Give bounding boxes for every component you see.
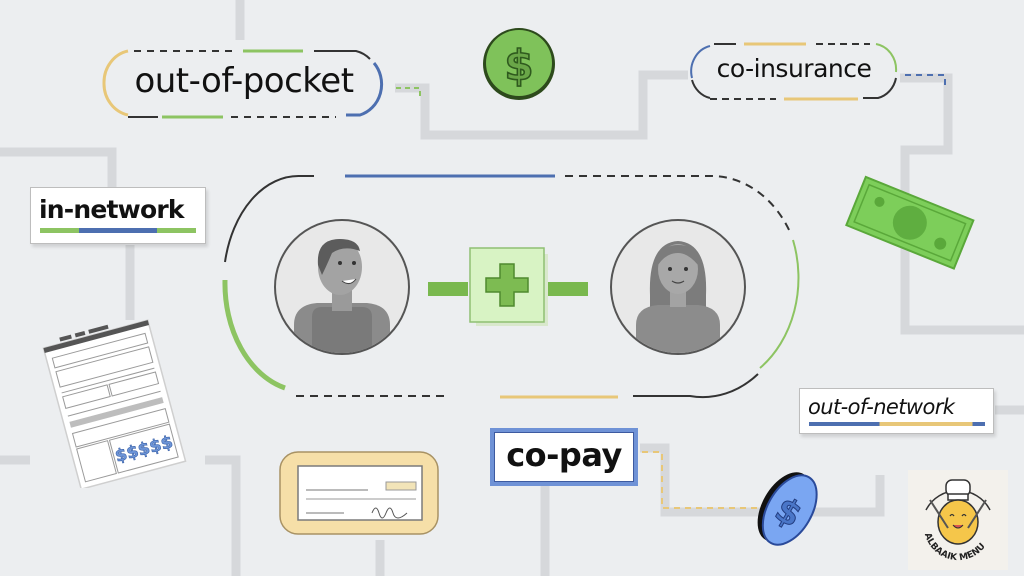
pill-outline — [690, 42, 898, 101]
medical-plus-icon — [469, 247, 548, 326]
dollar-coin-icon: $ — [483, 28, 555, 100]
co-insurance-text: co-insurance — [716, 54, 872, 83]
pill-outline — [102, 49, 384, 119]
svg-text:$: $ — [504, 41, 533, 90]
man-avatar — [274, 219, 410, 355]
co-pay-label: co-pay — [490, 428, 638, 486]
out-of-network-text: out-of-network — [808, 395, 955, 419]
out-of-pocket-text: out-of-pocket — [134, 61, 354, 101]
in-network-label: in-network — [30, 187, 206, 244]
in-network-text: in-network — [39, 195, 184, 224]
co-insurance-label: co-insurance — [688, 40, 900, 102]
dollar-bill-icon — [845, 175, 975, 270]
out-of-network-label: out-of-network — [799, 388, 994, 434]
chick-chef-logo-icon: ALBAAIK MENU — [922, 479, 991, 563]
albaaik-menu-watermark: ALBAAIK MENU — [908, 470, 1008, 570]
medical-bill-document-icon: $$$$$ — [42, 319, 187, 488]
co-pay-text: co-pay — [506, 436, 622, 474]
spinning-dollar-coin-icon: $ — [757, 472, 818, 546]
bank-check-icon — [279, 451, 439, 535]
woman-avatar — [610, 219, 746, 355]
out-of-network-underline — [809, 422, 985, 426]
in-network-underline — [40, 228, 196, 233]
connector-left — [428, 282, 468, 296]
connector-right — [548, 282, 588, 296]
out-of-pocket-label: out-of-pocket — [98, 45, 390, 121]
